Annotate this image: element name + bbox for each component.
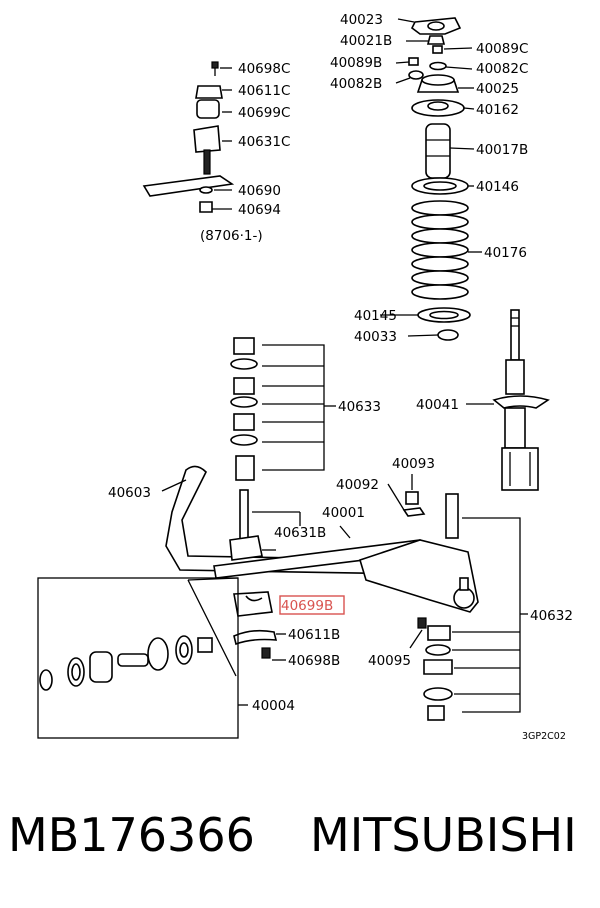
label-40095: 40095 (368, 653, 411, 669)
date-code-label: (8706·1-) (200, 228, 263, 244)
label-40146: 40146 (476, 179, 519, 195)
label-40631C: 40631C (238, 134, 290, 150)
label-40025: 40025 (476, 81, 519, 97)
stabilizer-bracket-detail (142, 61, 235, 213)
label-40631B: 40631B (274, 525, 326, 541)
label-40089B: 40089B (330, 55, 382, 71)
label-40162: 40162 (476, 102, 519, 118)
label-40017B: 40017B (476, 142, 528, 158)
bushing-kit-box (37, 577, 248, 739)
label-40698C: 40698C (238, 61, 290, 77)
label-40698B: 40698B (288, 653, 340, 669)
brand-name: MITSUBISHI (310, 808, 577, 862)
label-40033: 40033 (354, 329, 397, 345)
label-40093: 40093 (392, 456, 435, 472)
stabilizer-and-lower-arm (161, 465, 528, 721)
label-40690: 40690 (238, 183, 281, 199)
label-40001: 40001 (322, 505, 365, 521)
label-40145: 40145 (354, 308, 397, 324)
label-40004: 40004 (252, 698, 295, 714)
highlight-box (279, 595, 345, 615)
label-40041: 40041 (416, 397, 459, 413)
strut-mount-group (380, 17, 550, 491)
coil-spring (411, 200, 469, 300)
label-40611B: 40611B (288, 627, 340, 643)
strut-shock-absorber (492, 309, 550, 491)
link-bushing-stack (230, 337, 336, 481)
label-40092: 40092 (336, 477, 379, 493)
part-number: MB176366 (8, 808, 255, 862)
label-40082B: 40082B (330, 76, 382, 92)
suspension-exploded-diagram: 40023 40021B 40089C 40089B 40082C 40082B… (37, 12, 573, 742)
label-40603: 40603 (108, 485, 151, 501)
label-40632: 40632 (530, 608, 573, 624)
label-40699C: 40699C (238, 105, 290, 121)
label-40633: 40633 (338, 399, 381, 415)
label-40023: 40023 (340, 12, 383, 28)
label-40699B: 40699B (281, 598, 333, 614)
label-40611C: 40611C (238, 83, 290, 99)
label-40021B: 40021B (340, 33, 392, 49)
label-40176: 40176 (484, 245, 527, 261)
label-40082C: 40082C (476, 61, 528, 77)
label-40694: 40694 (238, 202, 281, 218)
label-40089C: 40089C (476, 41, 528, 57)
diagram-code: 3GP2C02 (522, 731, 566, 742)
footer: MB176366 MITSUBISHI (0, 800, 600, 880)
